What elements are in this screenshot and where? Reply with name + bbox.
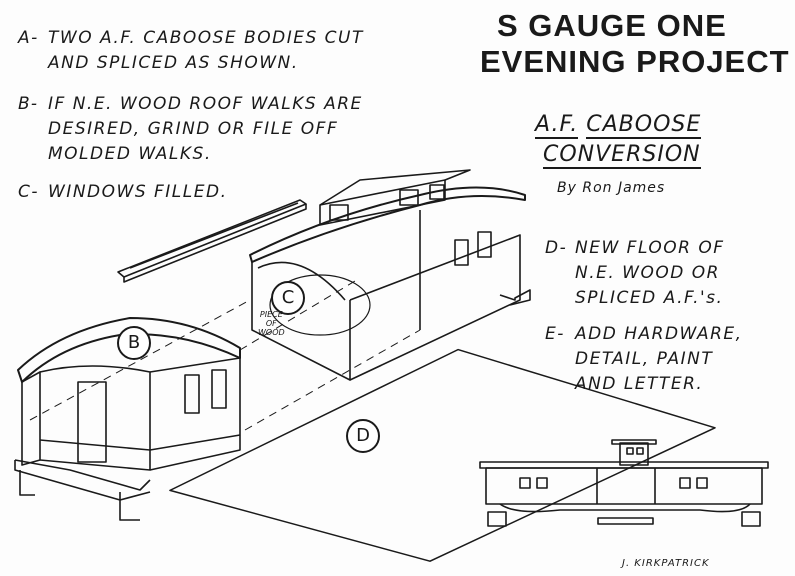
note-line: SPLICED A.F.'s. (575, 288, 724, 308)
callout-d: D (346, 419, 380, 453)
note-key: C- (18, 182, 40, 202)
title-line-1: S GAUGE ONE (497, 8, 727, 43)
title-line-2: EVENING PROJECT (480, 44, 790, 79)
roof-walk-strip (117, 199, 307, 283)
signature: J. KIRKPATRICK (622, 558, 710, 569)
note-line: IF N.E. WOOD ROOF WALKS ARE (48, 94, 363, 114)
piece-of-wood-label: PIECE OF WOOD (258, 310, 285, 337)
note-line: DETAIL, PAINT (575, 349, 714, 369)
left-caboose-body (14, 317, 241, 521)
subtitle-line-1: A.F. CABOOSE (535, 112, 702, 139)
note-key: D- (545, 238, 568, 258)
right-caboose-body (249, 169, 531, 381)
note-d: D- NEW FLOOR OF N.E. WOOD OR SPLICED A.F.… (545, 236, 725, 311)
note-line: ADD HARDWARE, (575, 324, 743, 344)
note-b: B- IF N.E. WOOD ROOF WALKS ARE DESIRED, G… (18, 92, 363, 167)
new-floor-piece (169, 348, 716, 562)
note-line: DESIRED, GRIND OR FILE OFF (48, 119, 339, 139)
label-line: OF (265, 319, 277, 328)
callout-b: B (117, 326, 151, 360)
note-line: MOLDED WALKS. (48, 144, 212, 164)
note-line: AND LETTER. (575, 374, 704, 394)
side-elevation-view (479, 439, 769, 527)
label-line: PIECE (259, 310, 283, 319)
note-line: AND SPLICED AS SHOWN. (48, 53, 299, 73)
subtitle-line-2: CONVERSION (543, 142, 701, 169)
byline: By Ron James (557, 180, 666, 196)
note-key: E- (545, 324, 565, 344)
subtitle-af: A.F. (535, 112, 579, 139)
note-line: WINDOWS FILLED. (48, 182, 228, 202)
note-line: TWO A.F. CABOOSE BODIES CUT (48, 28, 364, 48)
note-key: A- (18, 28, 39, 48)
note-e: E- ADD HARDWARE, DETAIL, PAINT AND LETTER… (545, 322, 743, 397)
note-line: NEW FLOOR OF (575, 238, 725, 258)
note-c: C- WINDOWS FILLED. (18, 180, 227, 205)
subtitle-conversion: CONVERSION (543, 142, 701, 169)
subtitle-caboose: CABOOSE (586, 112, 702, 139)
callout-c: C (271, 281, 305, 315)
label-line: WOOD (258, 328, 285, 337)
note-key: B- (18, 94, 39, 114)
note-a: A- TWO A.F. CABOOSE BODIES CUT AND SPLICE… (18, 26, 364, 76)
note-line: N.E. WOOD OR (575, 263, 720, 283)
